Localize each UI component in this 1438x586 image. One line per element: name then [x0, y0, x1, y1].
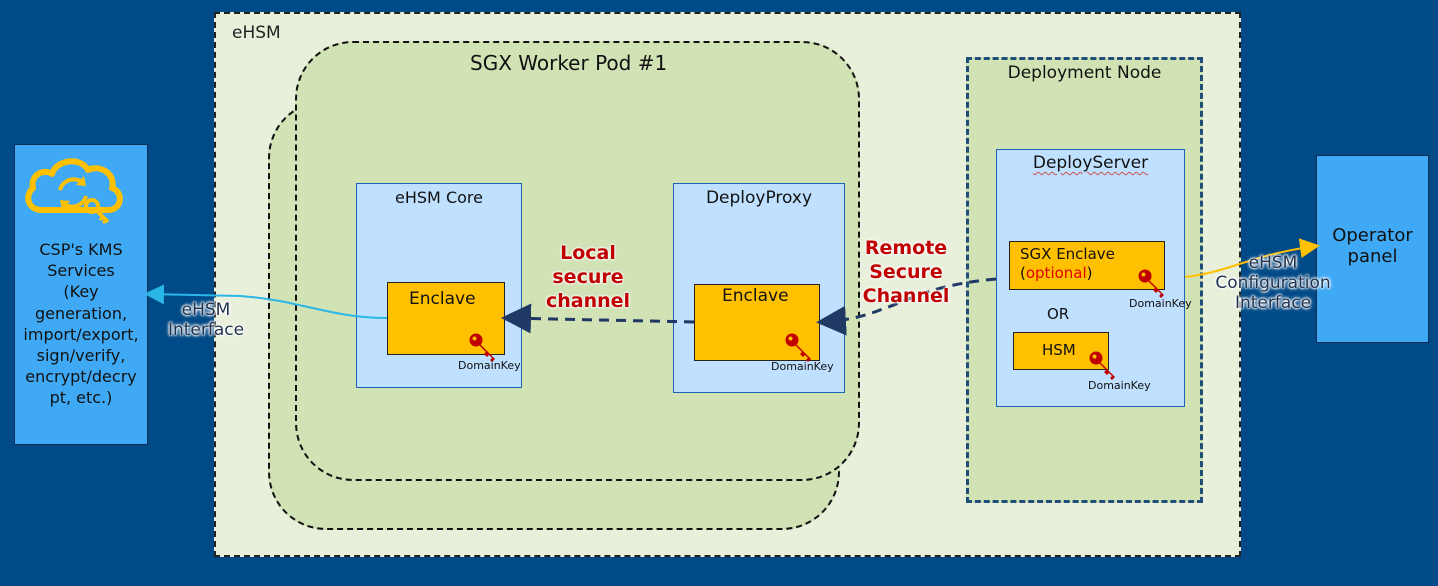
optional-text: optional [1025, 264, 1087, 282]
core-enclave-box [387, 282, 505, 355]
core-domainkey-label: DomainKey [458, 359, 521, 372]
deployproxy-title: DeployProxy [705, 188, 813, 208]
hsm-domainkey-label: DomainKey [1088, 379, 1151, 392]
kms-line: Services [47, 261, 115, 281]
kms-line: encrypt/decry [25, 367, 137, 387]
core-enclave-label: Enclave [409, 289, 476, 309]
kms-line: CSP's KMS [39, 240, 123, 259]
sgx-enclave-label: SGX Enclave [1020, 245, 1115, 263]
proxy-domainkey-label: DomainKey [771, 360, 834, 373]
operator-line: panel [1347, 246, 1398, 267]
ehsm-title: eHSM [232, 23, 281, 43]
hsm-label: HSM [1042, 341, 1076, 359]
remote-channel-label: Remote Secure Channel [856, 236, 956, 308]
remote-channel-line: Secure [869, 261, 943, 283]
kms-box [14, 144, 148, 445]
local-channel-line: secure [552, 266, 624, 288]
local-channel-line: channel [545, 290, 631, 312]
key-icon [469, 333, 495, 362]
cloud-sync-icon [25, 158, 123, 225]
pod-title: SGX Worker Pod #1 [470, 51, 668, 75]
kms-line: pt, etc.) [49, 388, 113, 408]
remote-channel-line: Remote [864, 237, 948, 259]
key-icon [1138, 269, 1164, 298]
config-interface-line: Configuration [1215, 273, 1331, 293]
operator-line: Operator [1332, 225, 1413, 246]
sgx-domainkey-label: DomainKey [1129, 297, 1192, 310]
local-channel-line: Local [560, 242, 616, 264]
kms-line: sign/verify, [36, 346, 126, 366]
sgx-enclave-box [1009, 241, 1165, 290]
or-label: OR [1047, 305, 1070, 323]
ehsm-interface-line: eHSM [181, 300, 231, 320]
local-channel-label: Local secure channel [538, 241, 638, 313]
optional-open-paren: ( [1020, 264, 1026, 282]
ehsm-interface-line: Interface [167, 320, 245, 340]
key-icon [785, 333, 811, 362]
deployserver-title: DeployServer [1032, 153, 1149, 173]
sgx-enclave-optional: (optional) [1020, 264, 1093, 282]
config-interface-label: eHSM Configuration Interface [1210, 253, 1336, 313]
kms-line: (Key [63, 282, 99, 302]
kms-text: CSP's KMS Services (Key generation, impo… [14, 239, 148, 409]
remote-channel-line: Channel [862, 285, 950, 307]
ehsm-core-title: eHSM Core [395, 188, 483, 207]
kms-line: generation, [34, 303, 128, 323]
ehsm-interface-label: eHSM Interface [158, 300, 254, 340]
config-interface-line: eHSM [1248, 253, 1298, 273]
key-icon [1089, 351, 1115, 380]
operator-panel-text: Operator panel [1316, 225, 1429, 267]
operator-panel-box [1316, 155, 1429, 343]
optional-close-paren: ) [1086, 264, 1093, 282]
kms-line: import/export, [23, 324, 139, 344]
deployment-node-title: Deployment Node [1007, 63, 1162, 83]
proxy-enclave-label: Enclave [722, 286, 789, 306]
config-interface-line: Interface [1234, 293, 1312, 313]
